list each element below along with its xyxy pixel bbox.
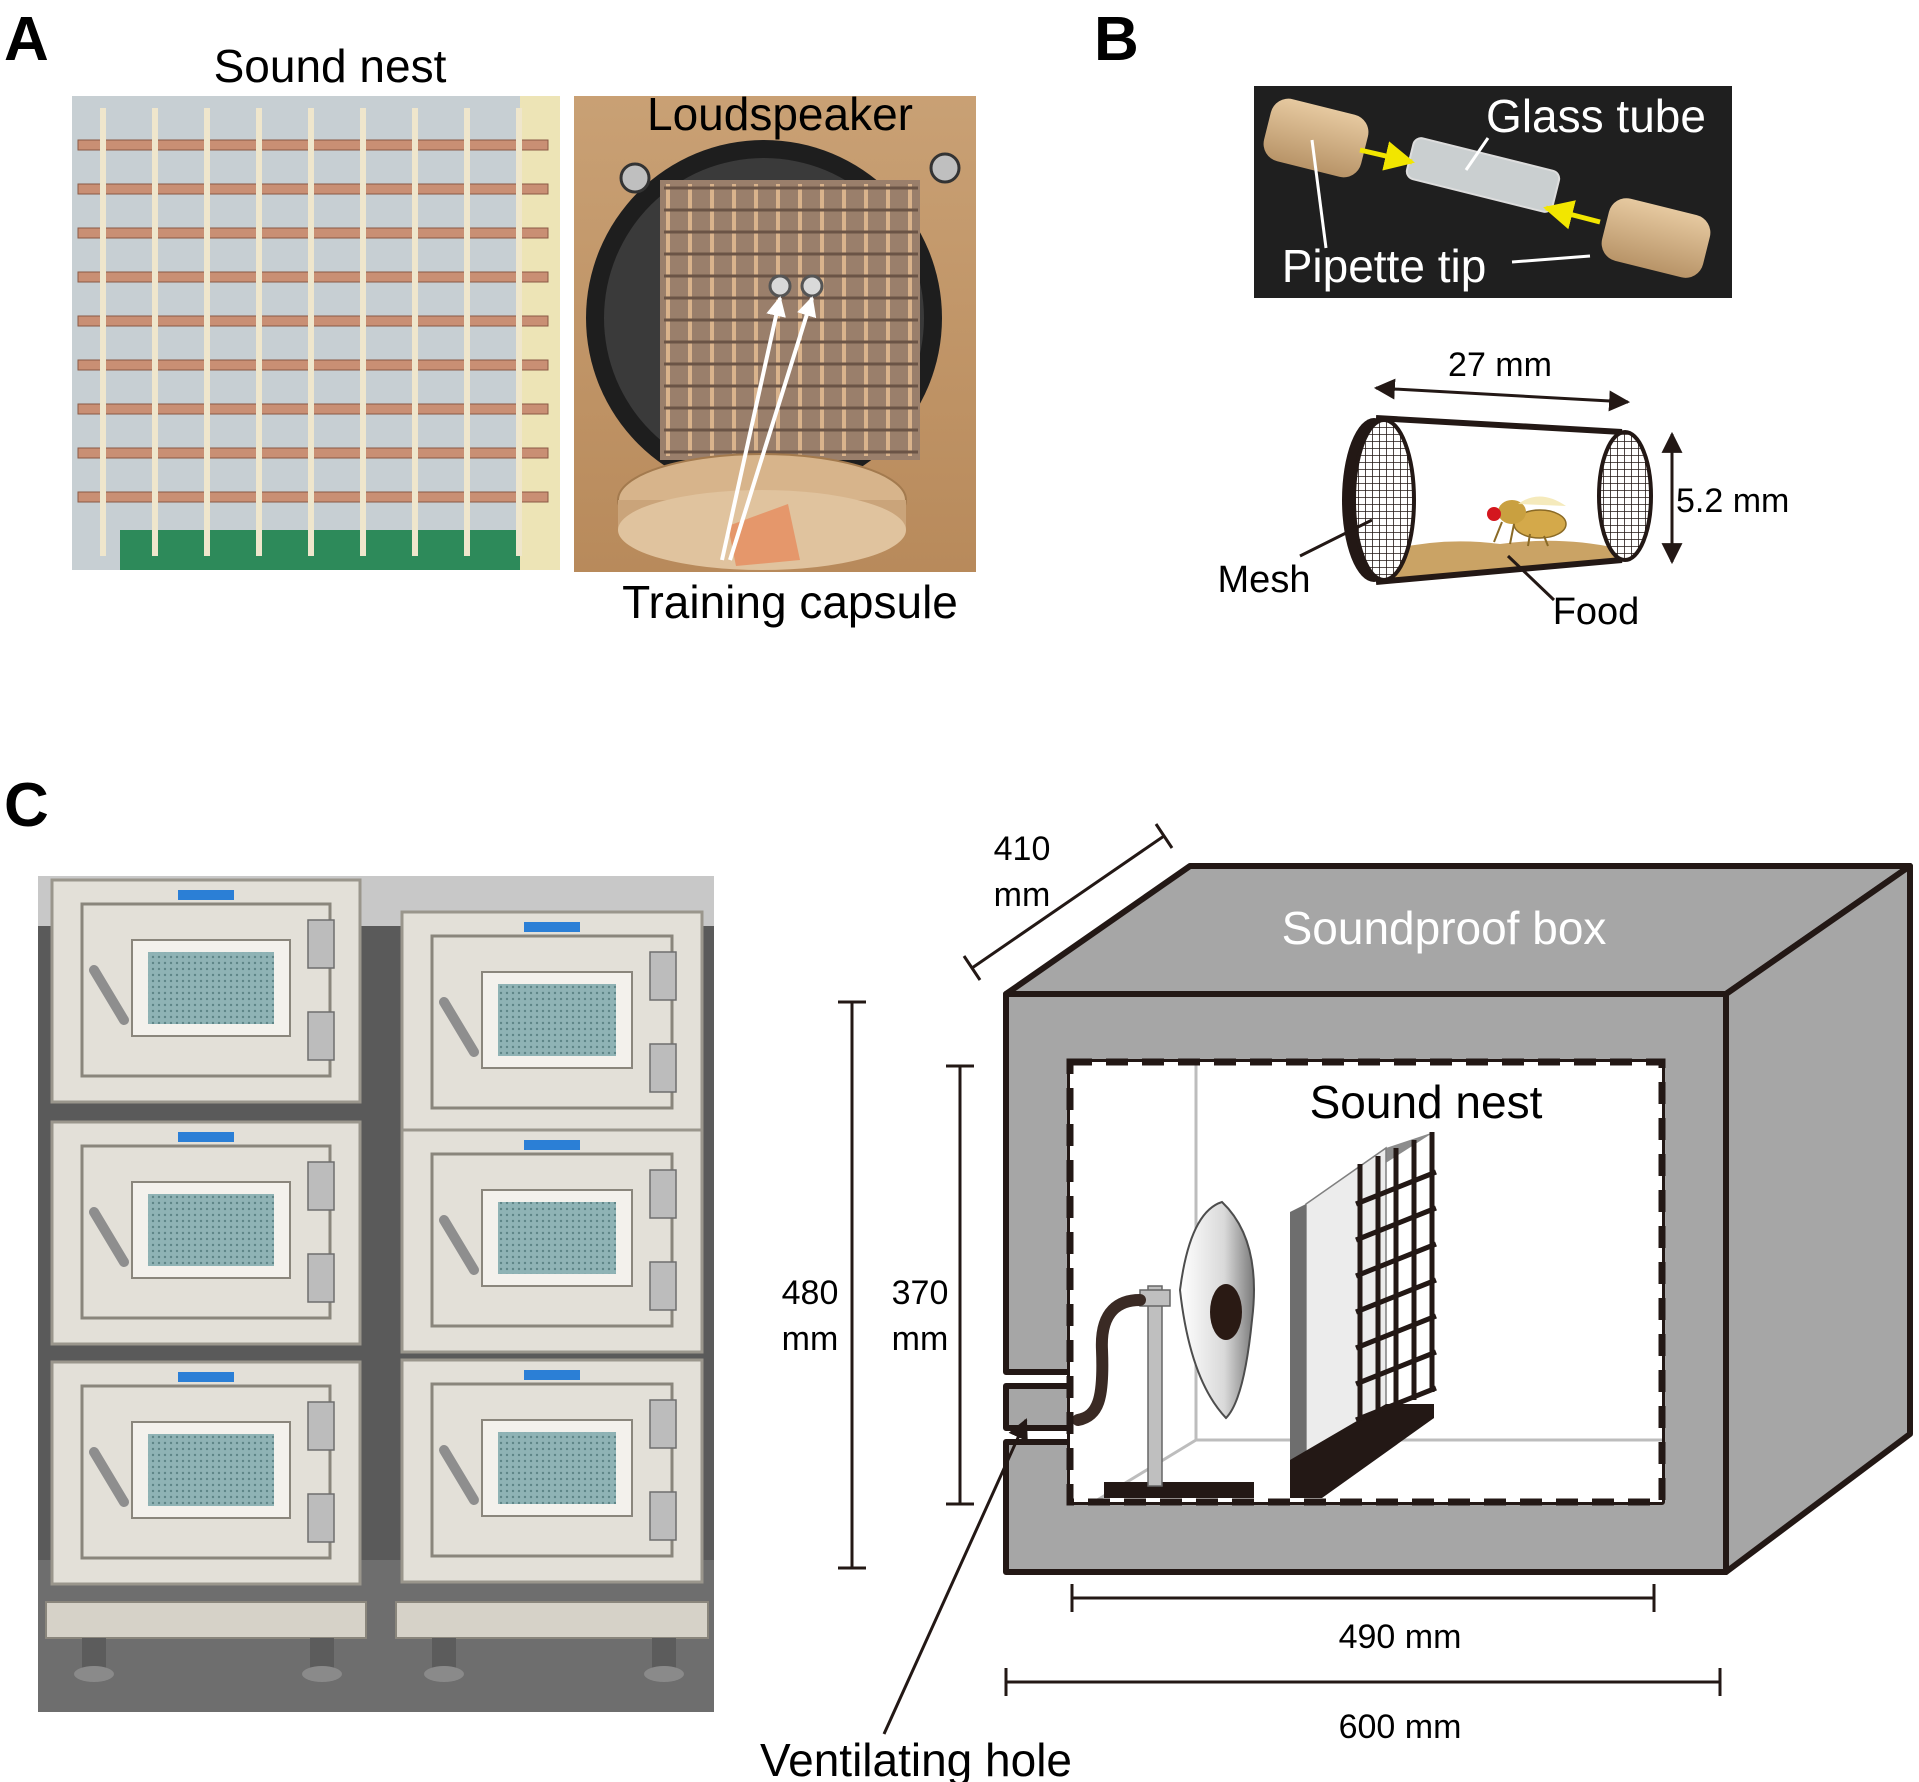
sound-nest-illustration (1290, 1132, 1437, 1498)
depth-dimension (971, 834, 1165, 970)
ventilating-hole-arrow (882, 1418, 1028, 1735)
soundproof-box-diagram (838, 823, 1913, 1735)
outer-height-value: 480 (782, 1274, 839, 1312)
diameter-label: 5.2 mm (1676, 482, 1789, 520)
sound-nest-photo-label: Sound nest (214, 40, 447, 92)
panel-a-letter: A (4, 5, 49, 74)
length-label: 27 mm (1448, 346, 1552, 384)
outer-height-unit: mm (782, 1320, 839, 1358)
training-capsule-arrow (720, 296, 786, 561)
pipette-tip-label: Pipette tip (1282, 240, 1487, 292)
sound-nest-boundary (1066, 1058, 1666, 1506)
sound-nest-diagram-label: Sound nest (1310, 1076, 1543, 1128)
inner-width-label: 490 mm (1339, 1618, 1462, 1656)
loudspeaker-label: Loudspeaker (647, 88, 913, 140)
training-capsule-arrow (728, 296, 817, 561)
right-mesh-end (1597, 430, 1653, 562)
panel-b-letter: B (1094, 5, 1139, 74)
food-label: Food (1553, 591, 1640, 633)
glass-tube-label: Glass tube (1486, 90, 1706, 142)
ventilating-hole-label: Ventilating hole (760, 1734, 1072, 1782)
capsule-parts-photo (1254, 86, 1732, 298)
depth-unit: mm (994, 876, 1051, 914)
outer-width-label: 600 mm (1339, 1708, 1462, 1746)
depth-value: 410 (994, 830, 1051, 868)
soundproof-box-photo (38, 876, 714, 1712)
inner-height-value: 370 (892, 1274, 949, 1312)
training-capsule-label: Training capsule (622, 576, 958, 628)
length-dimension-arrow (1373, 378, 1631, 412)
sound-nest-photo (72, 96, 560, 570)
soundproof-box-label: Soundproof box (1282, 902, 1607, 954)
left-mesh-end (1352, 418, 1416, 582)
inner-height-unit: mm (892, 1320, 949, 1358)
loudspeaker-photo (574, 96, 976, 572)
fly-illustration (1487, 496, 1567, 547)
panel-c-letter: C (4, 771, 49, 840)
loudspeaker-illustration (1072, 1200, 1255, 1498)
mesh-label: Mesh (1218, 559, 1311, 601)
training-capsule-schematic (1299, 378, 1683, 602)
